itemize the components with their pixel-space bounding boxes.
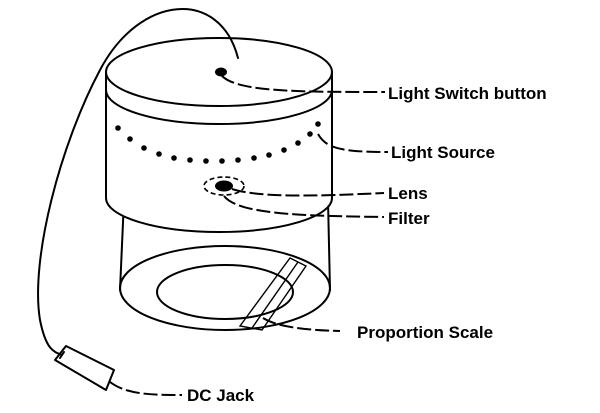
- head-cylinder: [105, 37, 333, 233]
- leader-dc-jack: [109, 381, 183, 396]
- lens: [215, 180, 233, 192]
- dc-jack-plug: [54, 345, 115, 391]
- label-filter: Filter: [388, 209, 430, 228]
- light-switch-button: [215, 67, 227, 77]
- scale-strip-outline: [238, 257, 308, 331]
- label-proportion-scale: Proportion Scale: [357, 323, 493, 342]
- label-light-source: Light Source: [391, 143, 495, 162]
- base-outer-rim: [119, 245, 331, 331]
- label-light-switch-button: Light Switch button: [388, 84, 547, 103]
- leader-light-source: [317, 133, 389, 153]
- head-bottom-edge: [105, 197, 333, 233]
- label-dc-jack: DC Jack: [187, 386, 255, 405]
- light-source-leds: [115, 121, 321, 164]
- leader-filter: [223, 195, 385, 218]
- filter-ring: [203, 176, 245, 196]
- leader-proportion-scale: [262, 317, 341, 332]
- head-body-fill: [106, 72, 332, 232]
- scale-strip-centerline: [251, 261, 299, 329]
- label-lens: Lens: [388, 184, 428, 203]
- lens-assembly: [203, 176, 245, 196]
- head-top-face: [105, 37, 333, 107]
- leader-lens: [231, 188, 385, 197]
- dc-jack-collar: [59, 351, 65, 359]
- dc-jack-body: [54, 345, 115, 391]
- base-inner-opening: [156, 264, 294, 320]
- proportion-scale-strip: [238, 257, 308, 331]
- power-cable: [37, 8, 239, 356]
- leader-light-switch: [221, 75, 386, 93]
- base-right-wall: [327, 199, 331, 291]
- head-top-front-edge: [105, 89, 333, 125]
